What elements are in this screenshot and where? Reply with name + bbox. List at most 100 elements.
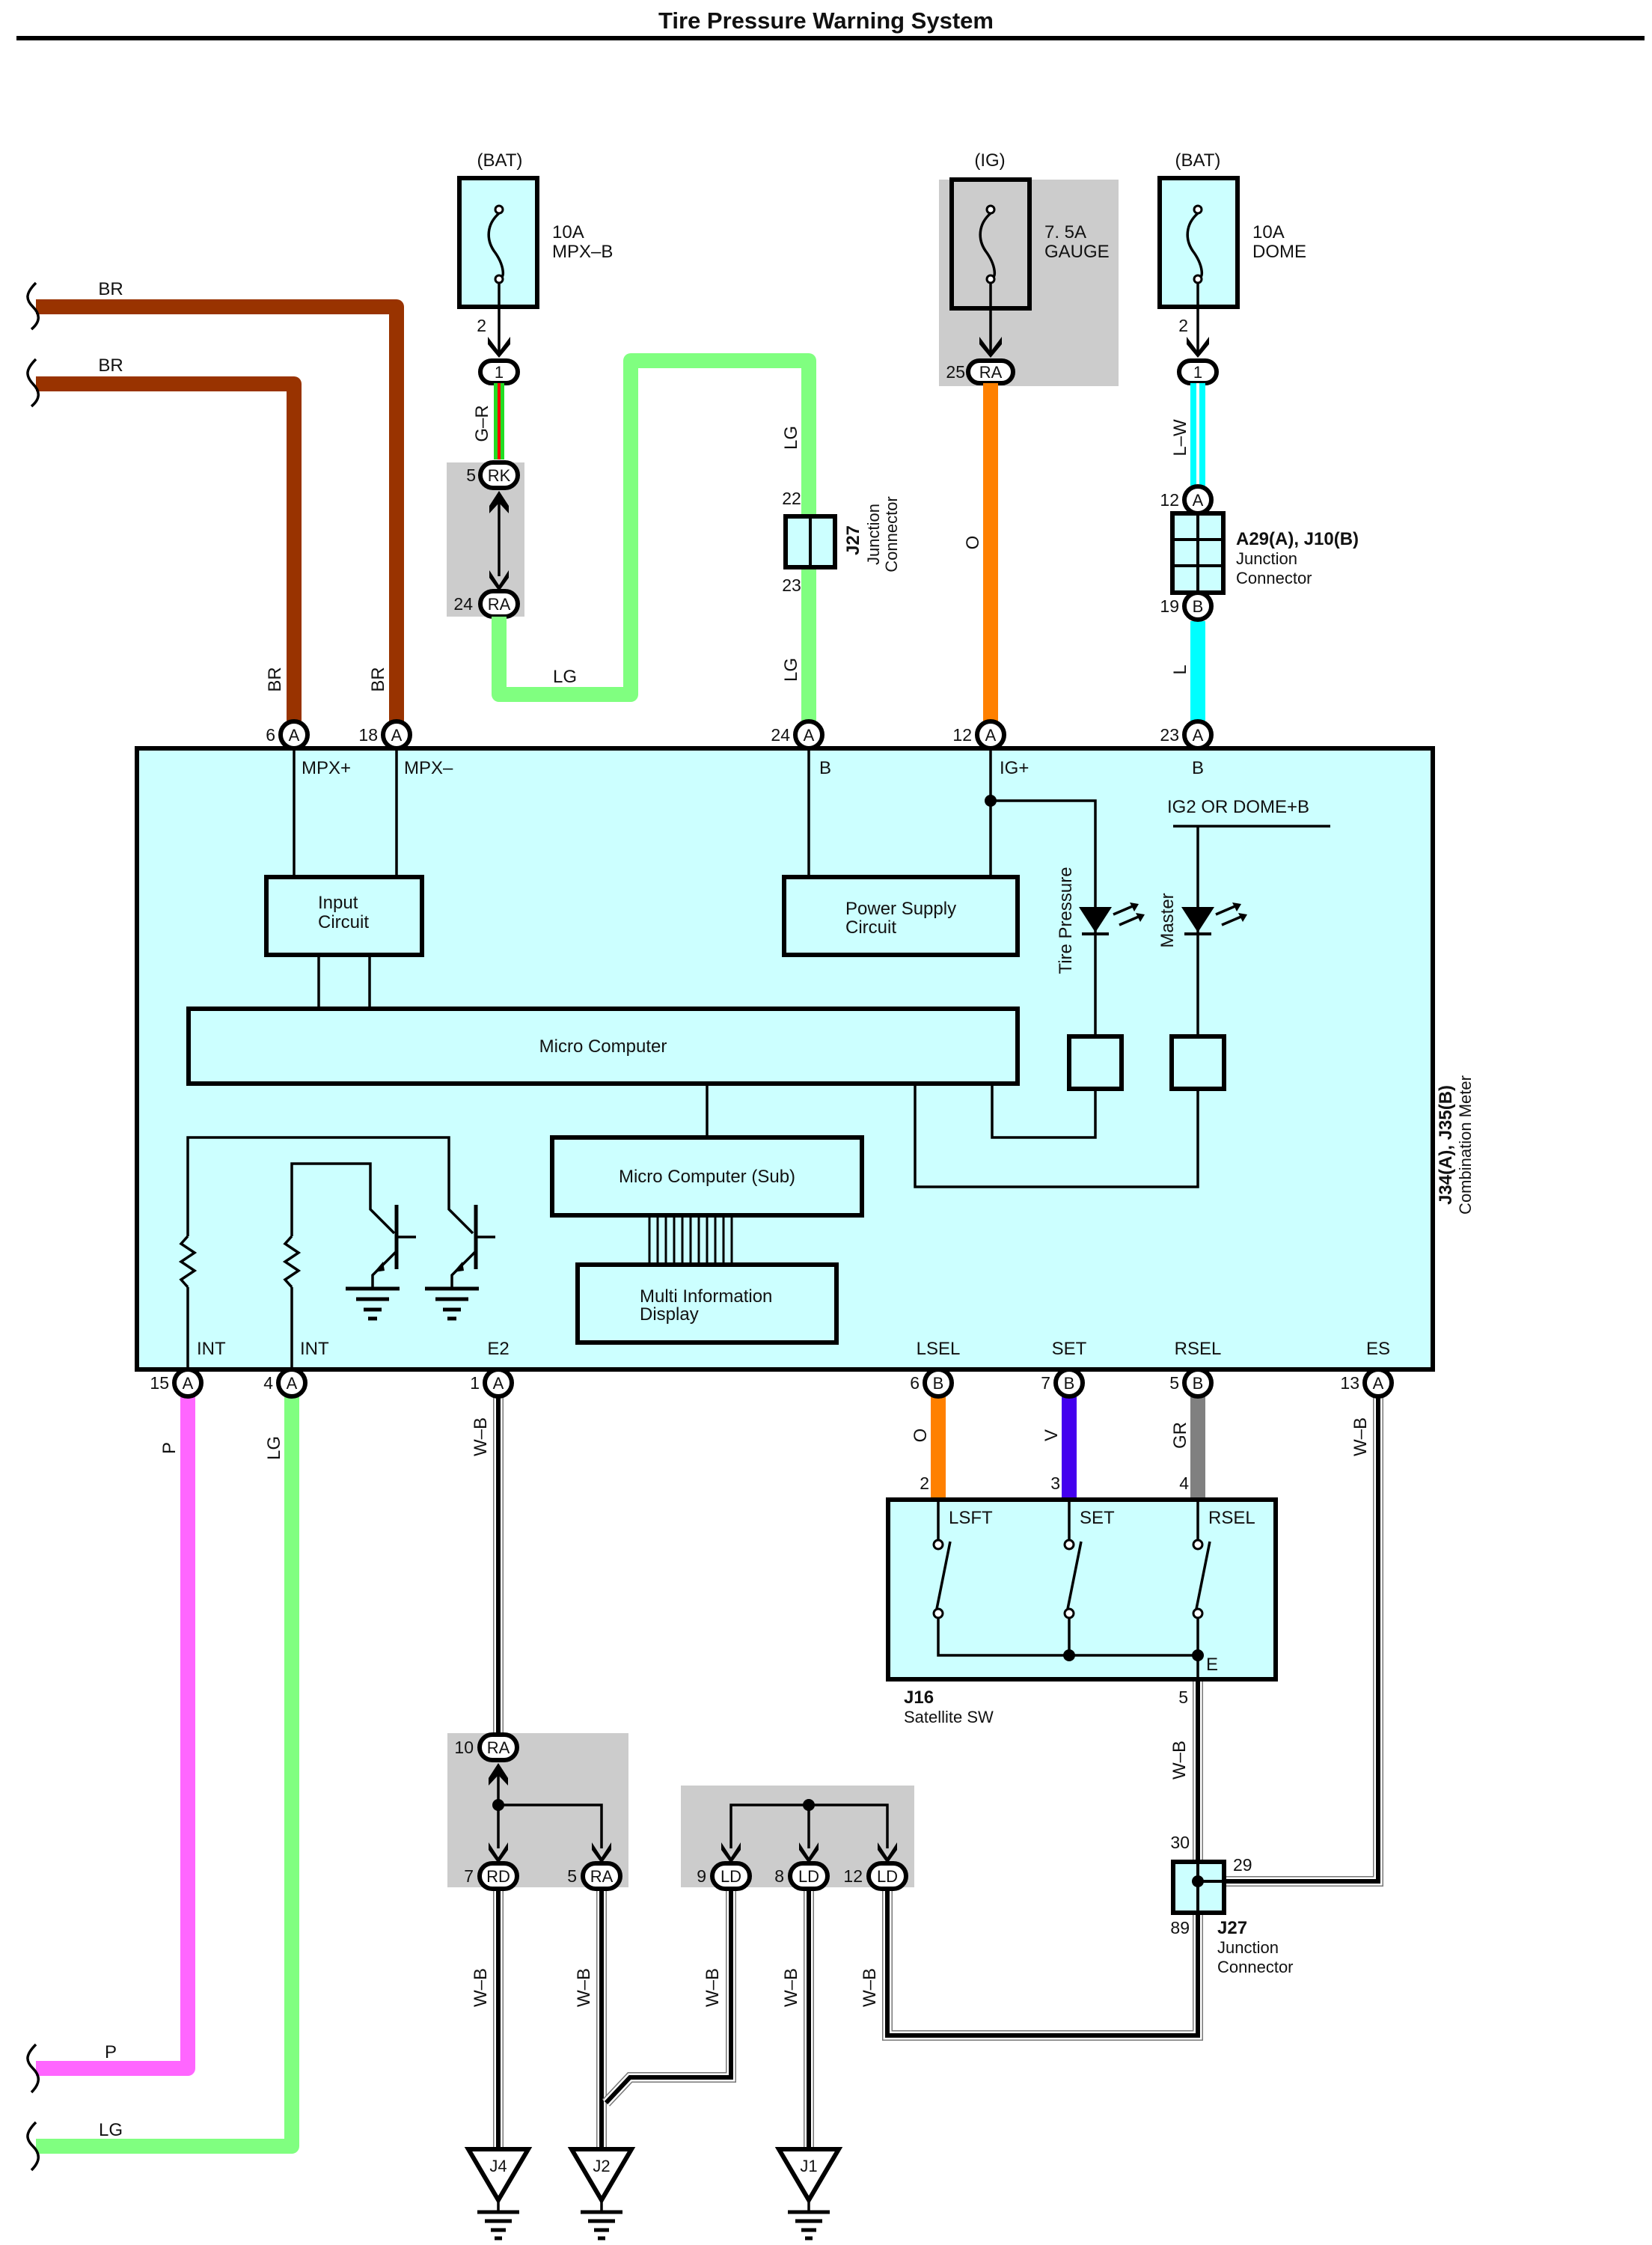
pin-number: 8 (774, 1866, 784, 1886)
switch-icon (1063, 1500, 1083, 1619)
pin-number: 2 (920, 1473, 929, 1493)
ground-label: J2 (593, 2157, 610, 2175)
block-label: Display (640, 1304, 699, 1325)
meter-id: J34(A), J35(B) (1436, 1085, 1456, 1205)
connector-arrow-icon (592, 1842, 611, 1863)
wire-color-label: W–B (781, 1968, 801, 2007)
connector-label: A (804, 726, 815, 745)
connector-name: Connector (1217, 1958, 1294, 1976)
connector-id: A29(A), J10(B) (1236, 529, 1359, 549)
pin-number: 23 (782, 575, 801, 595)
pin-23a: A 23 B (1160, 719, 1214, 778)
pin-number: 12 (843, 1866, 863, 1886)
pin-number: 5 (1169, 1373, 1179, 1393)
wire-color-label: V (1041, 1429, 1062, 1441)
pin-18a: A 18 MPX– (358, 719, 453, 877)
wire-color-label: LG (553, 667, 577, 687)
wire-color-label: G–R (472, 405, 492, 442)
pin-number: 22 (782, 489, 801, 508)
led-label: Master (1157, 893, 1178, 947)
wire-color-label: W–B (574, 1968, 594, 2007)
fuse-source: (BAT) (1175, 150, 1221, 171)
switch-label: RSEL (1208, 1508, 1255, 1528)
pin-number: 89 (1170, 1918, 1190, 1937)
connector-rk (478, 460, 520, 490)
pin-label: MPX+ (302, 758, 351, 778)
wire-w-b-group (493, 1383, 1383, 2149)
connector-label: RA (488, 595, 511, 614)
wire-break-icon (26, 358, 40, 408)
pin-number: 1 (470, 1373, 480, 1393)
connector-label: A (1193, 491, 1204, 510)
wire-color-label: W–B (860, 1968, 880, 2007)
connector-label: 1 (1193, 363, 1202, 382)
junction-connector-a29-j10: A 12 B 19 A29(A), J10(B) Junction Connec… (1160, 484, 1359, 622)
pin-number: 5 (1178, 1687, 1188, 1707)
connector-label: 1 (495, 363, 504, 382)
pin-number: 2 (477, 316, 486, 335)
connector-arrow-icon (488, 337, 510, 358)
switch-label: SET (1080, 1508, 1115, 1528)
junction-dot (803, 1799, 815, 1811)
wire-color-label: L (1170, 665, 1190, 674)
pin-number: 10 (454, 1738, 474, 1757)
combination-meter (135, 746, 1435, 1372)
switch-label: LSFT (949, 1508, 993, 1528)
connector-label: B (1064, 1374, 1075, 1393)
connector-arrow-icon (1187, 337, 1209, 358)
ground-terminal-label: E (1206, 1655, 1218, 1675)
block-label: Micro Computer (539, 1036, 667, 1057)
wire-color-label: W–B (471, 1968, 491, 2007)
pin-label: ES (1366, 1339, 1390, 1359)
connector-label: A (289, 726, 300, 745)
pin-24a: A 24 B (771, 719, 831, 877)
pin-number: 9 (697, 1866, 706, 1886)
wire-color-label: LG (264, 1436, 284, 1460)
connector-label: A (1193, 726, 1204, 745)
multi-information-display: Multi Information Display (575, 1262, 839, 1345)
connector-ra5 (581, 1861, 622, 1891)
connector-arrow-icon (878, 1842, 897, 1863)
pin-number: 7 (464, 1866, 474, 1886)
title-rule (16, 36, 1645, 40)
meter-name: Combination Meter (1456, 1075, 1475, 1215)
wire-color-label: LG (99, 2120, 123, 2140)
wire-break-icon (26, 2121, 40, 2172)
connector-name: Connector (1236, 569, 1312, 587)
connector-label: A (183, 1374, 194, 1393)
pin-number: 13 (1340, 1373, 1359, 1393)
pin-label: LSEL (917, 1339, 961, 1359)
wire-break-icon (26, 2043, 40, 2094)
connector-rd7 (477, 1861, 519, 1891)
connector-label: B (1193, 1374, 1204, 1393)
satellite-switch: 2 3 4 LSFT SET RSEL E J16 Sat (886, 1473, 1278, 1726)
transistor-icon (450, 1205, 495, 1289)
connector-name: Junction (864, 504, 883, 565)
led-master-icon (1181, 902, 1247, 935)
junction-dot (1192, 1875, 1204, 1887)
wire-color-label: GR (1170, 1422, 1190, 1449)
pin-label: B (819, 758, 831, 778)
pin-number: 23 (1160, 725, 1179, 745)
connector-ld9 (710, 1861, 752, 1891)
pin-label: RSEL (1175, 1339, 1222, 1359)
input-circuit: Input Circuit (264, 875, 424, 957)
fuse-rating: 10A (552, 222, 584, 242)
micro-computer-sub: Micro Computer (Sub) (550, 1135, 864, 1218)
pin-label: MPX– (404, 758, 453, 778)
wire-color-label: BR (98, 279, 123, 299)
pin-number: 4 (263, 1373, 273, 1393)
wire-color-label: BR (368, 667, 388, 691)
led-label: Tire Pressure (1056, 867, 1076, 974)
ground-icon (581, 2210, 622, 2241)
connector-label: A (287, 1374, 298, 1393)
pin-number: 2 (1178, 316, 1188, 335)
junction-connector-j27-bottom: 30 29 89 J27 Junction Connector (1170, 1833, 1293, 1976)
page-title: Tire Pressure Warning System (658, 7, 994, 34)
resistor-icon (282, 1235, 302, 1289)
micro-computer: Micro Computer (186, 1007, 1020, 1086)
ground-point-j2: J2 (567, 2147, 636, 2241)
fuse-mpx-b: (BAT) 10A MPX–B (457, 150, 613, 309)
ground-icon (425, 1286, 479, 1321)
